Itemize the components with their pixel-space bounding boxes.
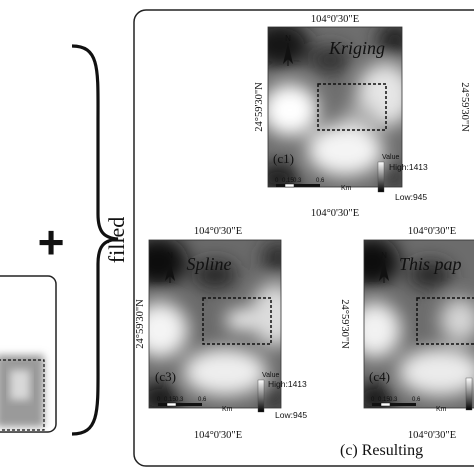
c3-lat-right: 24°59'30"N <box>339 299 350 349</box>
c4-method-label: This pap <box>399 254 462 274</box>
c1-lon-bottom: 104°0'30"E <box>311 208 359 219</box>
c1-method-label: Kriging <box>328 38 385 58</box>
svg-text:0.15: 0.15 <box>378 397 390 403</box>
c3-panel-tag: (c3) <box>155 369 176 384</box>
c3-lon-top: 104°0'30"E <box>194 226 242 237</box>
left-input-panel <box>0 275 57 433</box>
svg-text:0.15: 0.15 <box>282 178 294 184</box>
c4-lon-top: 104°0'30"E <box>408 226 456 237</box>
c1-scale-bar: 0 0.15 0.3 0.6 Km <box>275 178 352 192</box>
svg-text:N: N <box>381 251 387 260</box>
c1-lat-left: 24°59'30"N <box>254 82 265 132</box>
c3-scale-bar: 0 0.15 0.3 0.6 Km <box>157 397 233 413</box>
svg-text:N: N <box>167 251 173 260</box>
c1-lon-top: 104°0'30"E <box>311 14 359 25</box>
svg-text:Value: Value <box>262 372 279 379</box>
c3-legend: Value High:1413 Low:945 <box>257 372 307 420</box>
svg-text:0.6: 0.6 <box>198 397 207 403</box>
svg-text:Low:945: Low:945 <box>395 192 427 202</box>
c3-lon-bottom: 104°0'30"E <box>194 430 242 441</box>
c4-lon-bottom: 104°0'30"E <box>408 430 456 441</box>
filled-label: filled <box>104 217 129 263</box>
svg-text:0.3: 0.3 <box>293 178 302 184</box>
c3-method-label: Spline <box>187 254 232 274</box>
c1-study-area-box <box>317 83 387 131</box>
svg-text:High:1413: High:1413 <box>389 162 428 172</box>
svg-text:0: 0 <box>157 397 161 403</box>
svg-text:N: N <box>285 34 291 43</box>
panel-this-paper: 104°0'30"E 104°0'30"E This pap N (c4) 0 … <box>363 226 474 441</box>
north-arrow-icon: N <box>379 251 389 283</box>
panel-kriging: 104°0'30"E 24°59'30"N 24°59'30"N 104°0'3… <box>254 14 470 219</box>
c4-panel-tag: (c4) <box>369 369 390 384</box>
north-arrow-icon: N <box>165 251 175 283</box>
left-study-area-box <box>0 359 45 431</box>
c4-study-area-box <box>416 297 474 345</box>
svg-text:0.6: 0.6 <box>316 178 325 184</box>
c4-scale-bar: 0 0.15 0.3 0.6 Km <box>371 397 447 413</box>
svg-text:0.15: 0.15 <box>164 397 176 403</box>
svg-text:Km: Km <box>222 406 233 413</box>
svg-text:Km: Km <box>436 406 447 413</box>
group-caption: (c) Resulting <box>340 442 423 459</box>
c3-study-area-box <box>202 297 272 345</box>
curly-brace <box>71 44 119 436</box>
svg-text:0.3: 0.3 <box>389 397 398 403</box>
panel-spline: 104°0'30"E 24°59'30"N 24°59'30"N 104°0'3… <box>135 226 350 441</box>
plus-sign: + <box>38 216 65 268</box>
svg-text:Km: Km <box>341 185 352 192</box>
svg-text:0.6: 0.6 <box>412 397 421 403</box>
north-arrow-icon: N <box>283 34 293 66</box>
svg-text:0: 0 <box>371 397 375 403</box>
c1-legend: Value High:1413 Low:945 <box>377 154 428 202</box>
svg-text:High:1413: High:1413 <box>268 379 307 389</box>
svg-text:0.3: 0.3 <box>175 397 184 403</box>
svg-text:Value: Value <box>382 154 399 161</box>
c1-lat-right: 24°59'30"N <box>459 82 470 132</box>
c1-panel-tag: (c1) <box>273 151 294 166</box>
c3-lat-left: 24°59'30"N <box>135 299 146 349</box>
c4-legend <box>465 377 473 411</box>
svg-text:Low:945: Low:945 <box>275 410 307 420</box>
svg-text:0: 0 <box>275 178 279 184</box>
